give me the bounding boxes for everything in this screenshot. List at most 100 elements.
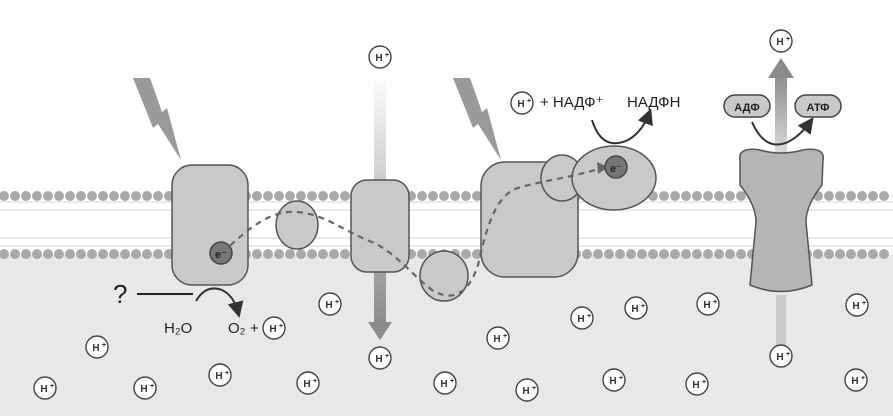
phospholipid-head xyxy=(692,249,702,259)
phospholipid-head xyxy=(659,249,669,259)
phospholipid-head xyxy=(340,249,350,259)
svg-text:H: H xyxy=(215,371,222,382)
electron-icon: e⁻ xyxy=(209,241,233,265)
svg-text:+: + xyxy=(313,378,317,385)
phospholipid-head xyxy=(835,191,845,201)
phospholipid-head xyxy=(824,191,834,201)
phospholipid-head xyxy=(153,249,163,259)
phospholipid-head xyxy=(461,191,471,201)
svg-text:H: H xyxy=(517,99,524,110)
plastocyanin-carrier xyxy=(419,250,469,302)
atp-synthesis-curve xyxy=(751,117,814,146)
proton-icon: H+ xyxy=(769,344,793,368)
photosystem-ii xyxy=(171,164,249,286)
svg-text:+: + xyxy=(102,342,106,349)
svg-text:+: + xyxy=(279,323,283,330)
phospholipid-head xyxy=(318,249,328,259)
svg-text:+: + xyxy=(503,333,507,340)
svg-text:H: H xyxy=(92,343,99,354)
atp-synthase-shaft-upper xyxy=(775,72,787,172)
phospholipid-head xyxy=(21,191,31,201)
svg-text:+: + xyxy=(385,353,389,360)
svg-text:H: H xyxy=(851,376,858,387)
svg-text:H: H xyxy=(692,380,699,391)
phospholipid-head xyxy=(692,191,702,201)
phospholipid-head xyxy=(593,249,603,259)
phospholipid-head xyxy=(417,191,427,201)
svg-text:e⁻: e⁻ xyxy=(610,163,622,175)
phospholipid-head xyxy=(670,249,680,259)
svg-text:H: H xyxy=(631,304,638,315)
proton-icon: H+ xyxy=(845,293,869,317)
phospholipid-head xyxy=(857,191,867,201)
cytochrome-complex xyxy=(350,179,410,273)
proton-icon: H+ xyxy=(570,306,594,330)
phospholipid-head xyxy=(307,249,317,259)
phospholipid-head xyxy=(307,191,317,201)
electron-flow-path xyxy=(221,166,603,297)
phospholipid-head xyxy=(835,249,845,259)
phospholipid-head xyxy=(714,191,724,201)
phospholipid-head xyxy=(428,191,438,201)
proton-channel-arrow-head xyxy=(368,322,392,340)
proton-icon: H+ xyxy=(486,326,510,350)
phospholipid-head xyxy=(54,249,64,259)
phospholipid-head xyxy=(461,249,471,259)
phospholipid-head xyxy=(32,249,42,259)
svg-text:H: H xyxy=(440,379,447,390)
svg-text:H: H xyxy=(375,53,382,64)
phospholipid-head xyxy=(98,249,108,259)
phospholipid-head xyxy=(0,249,9,259)
proton-icon: H+ xyxy=(602,368,626,392)
svg-text:АДФ: АДФ xyxy=(734,102,759,114)
phospholipid-head xyxy=(450,191,460,201)
phospholipid-head xyxy=(637,249,647,259)
atp-synthase-arrow-head xyxy=(768,58,794,78)
phospholipid-head xyxy=(76,191,86,201)
proton-icon: H+ xyxy=(262,316,286,340)
phospholipid-head xyxy=(714,249,724,259)
phospholipid-head xyxy=(0,191,9,201)
phospholipid-head xyxy=(43,191,53,201)
water-label: H₂O xyxy=(164,320,192,337)
phospholipid-head xyxy=(65,249,75,259)
phospholipid-head xyxy=(263,191,273,201)
svg-text:+: + xyxy=(702,379,706,386)
phospholipid-head xyxy=(626,249,636,259)
proton-icon: H+ xyxy=(318,292,342,316)
svg-text:+: + xyxy=(862,300,866,307)
phospholipid-head xyxy=(736,249,746,259)
proton-icon: H+ xyxy=(208,363,232,387)
proton-icon: H+ xyxy=(515,378,539,402)
phospholipid-head xyxy=(703,249,713,259)
phospholipid-head xyxy=(681,249,691,259)
svg-text:H: H xyxy=(703,300,710,311)
proton-icon: H+ xyxy=(296,371,320,395)
phospholipid-head xyxy=(76,249,86,259)
phospholipid-head xyxy=(252,191,262,201)
proton-icon: H+ xyxy=(133,376,157,400)
phospholipid-head xyxy=(274,191,284,201)
phospholipid-head xyxy=(681,191,691,201)
phospholipid-head xyxy=(87,249,97,259)
phospholipid-head xyxy=(725,249,735,259)
phospholipid-head xyxy=(120,191,130,201)
nadp-label: + НАДФ⁺ xyxy=(540,94,603,111)
atp-synthase xyxy=(739,148,824,293)
proton-icon: H+ xyxy=(844,368,868,392)
svg-text:H: H xyxy=(303,379,310,390)
phospholipid-head xyxy=(868,191,878,201)
svg-text:H: H xyxy=(852,301,859,312)
phospholipid-head xyxy=(21,249,31,259)
phospholipid-head xyxy=(153,191,163,201)
phospholipid-head xyxy=(846,249,856,259)
svg-text:+: + xyxy=(587,313,591,320)
svg-text:+: + xyxy=(385,52,389,59)
phospholipid-head xyxy=(274,249,284,259)
plus-sign: + xyxy=(250,320,259,337)
phospholipid-head xyxy=(109,191,119,201)
phospholipid-head xyxy=(813,249,823,259)
question-mark: ? xyxy=(113,279,127,309)
phospholipid-head xyxy=(142,191,152,201)
